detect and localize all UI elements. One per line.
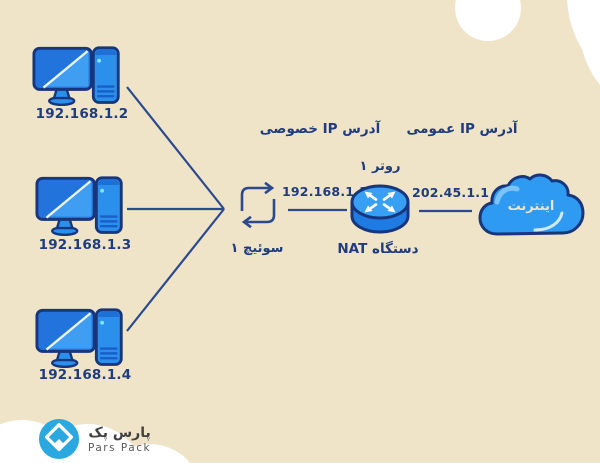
switch-label: سوئیچ ۱ xyxy=(230,241,284,256)
arrow-left-icon xyxy=(241,215,252,229)
internet-cloud-icon xyxy=(478,173,585,236)
public-ip-value: 202.45.1.1 xyxy=(412,185,490,200)
computer-icon xyxy=(35,176,123,236)
public-ip-title: آدرس IP عمومی xyxy=(406,121,518,137)
logo-text-fa: پارس پک xyxy=(88,424,151,441)
switch-icon xyxy=(240,182,276,229)
pc2-ip-label: 192.168.1.3 xyxy=(38,237,132,253)
monitor xyxy=(35,308,96,368)
computer-icon xyxy=(35,308,123,368)
router-arrowheads-icon xyxy=(364,191,396,213)
parspack-diamond-icon xyxy=(38,418,80,460)
cloud-blob-icon xyxy=(455,0,521,41)
arrow-right-icon xyxy=(264,182,275,195)
router-icon xyxy=(350,184,410,234)
internet-label: اینترنت xyxy=(507,199,555,214)
private-ip-title: آدرس IP خصوصی xyxy=(259,121,381,137)
cloud-highlight xyxy=(533,211,564,232)
cloud-blob-icon xyxy=(580,0,600,85)
logo-wordmark: پارس پک Pars Pack xyxy=(88,425,151,454)
nat-device-label: دستگاه NAT xyxy=(337,241,419,257)
monitor xyxy=(35,176,96,236)
pc3-ip-label: 192.168.1.4 xyxy=(38,367,132,383)
line-pc3-switch xyxy=(126,208,225,332)
computer-icon xyxy=(32,46,120,106)
cloud-blob-icon xyxy=(109,444,191,463)
router-arrows-icon xyxy=(369,194,391,210)
line-pc1-switch xyxy=(126,86,225,210)
pc1-ip-label: 192.168.1.2 xyxy=(35,106,129,122)
private-ip-value: 192.168.1.1 xyxy=(282,184,369,199)
tower xyxy=(94,308,123,366)
tower xyxy=(91,46,120,104)
cloud-highlight xyxy=(494,185,520,205)
tower xyxy=(94,176,123,234)
parspack-logo: پارس پک Pars Pack xyxy=(38,418,151,460)
logo-text-en: Pars Pack xyxy=(88,441,152,454)
router-label: روتر ۱ xyxy=(359,159,401,174)
monitor xyxy=(32,46,93,106)
